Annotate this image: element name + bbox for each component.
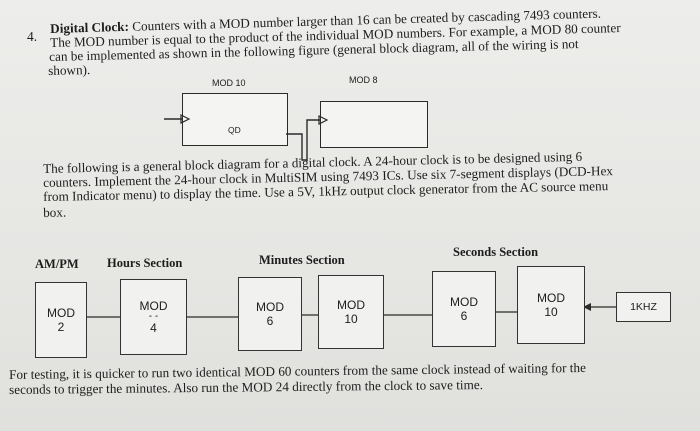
block-value: 6	[266, 314, 274, 328]
block-value: 10	[544, 305, 558, 319]
clock-source-block: 1KHZ	[616, 292, 671, 322]
paragraph-line-4: box.	[42, 204, 67, 220]
block-value: 10	[344, 312, 358, 326]
section-hours: Hours Section	[107, 256, 183, 270]
block-value: 2	[57, 320, 65, 334]
question-number: 4.	[27, 29, 38, 44]
block-separator: - -	[148, 311, 159, 322]
clock-source-label: 1KHZ	[630, 301, 657, 313]
block-minutes-mod10: MOD 10	[318, 275, 384, 349]
block-label: MOD	[537, 291, 565, 305]
section-ampm: AM/PM	[35, 257, 79, 271]
example-label-mod10: MOD 10	[212, 78, 246, 88]
block-label: MOD	[450, 295, 478, 309]
block-value: 4	[150, 321, 157, 335]
block-minutes-mod6: MOD 6	[238, 277, 302, 351]
block-seconds-mod10: MOD 10	[517, 266, 585, 344]
block-label: MOD	[139, 299, 168, 313]
example-label-mod8: MOD 8	[349, 75, 378, 85]
example-counter-mod8	[320, 101, 428, 148]
example-counter-mod10	[182, 93, 288, 146]
block-value: 6	[460, 309, 468, 323]
block-hours-mod4: MOD - - 4	[120, 279, 187, 355]
block-label: MOD	[337, 298, 365, 312]
block-ampm-mod2: MOD 2	[35, 282, 87, 358]
block-label: MOD	[47, 306, 75, 320]
example-signal-label: QD	[228, 125, 241, 135]
section-seconds: Seconds Section	[453, 245, 539, 259]
block-label: MOD	[256, 300, 284, 314]
section-minutes: Minutes Section	[259, 253, 345, 267]
block-seconds-mod6: MOD 6	[432, 271, 496, 347]
